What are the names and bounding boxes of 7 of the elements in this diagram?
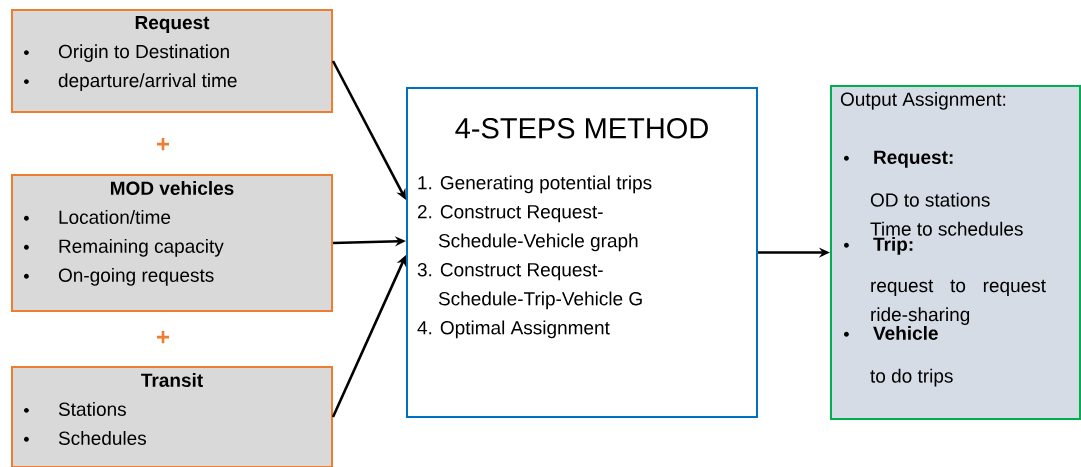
- plus-sign: +: [157, 137, 170, 151]
- method-box: 4-STEPS METHOD 1. Generating potential trips 2. Construct Request- Schedule-Vehicle graph 3. Construct Request- Schedule-Trip-Vehicle G 4. Optimal Assignment: [406, 87, 758, 418]
- plus-sign: +: [157, 330, 170, 344]
- input-box: Request Origin to Destination departure/arrival time: [11, 9, 333, 113]
- output-box: Output Assignment: Request: OD to stations Time to schedules Trip: request to request ride-sharing Vehicle to do trips: [830, 85, 1081, 420]
- input-box: Transit Stations Schedules: [11, 366, 333, 467]
- input-box: MOD vehicles Location/time Remaining capacity On-going requests: [11, 174, 333, 312]
